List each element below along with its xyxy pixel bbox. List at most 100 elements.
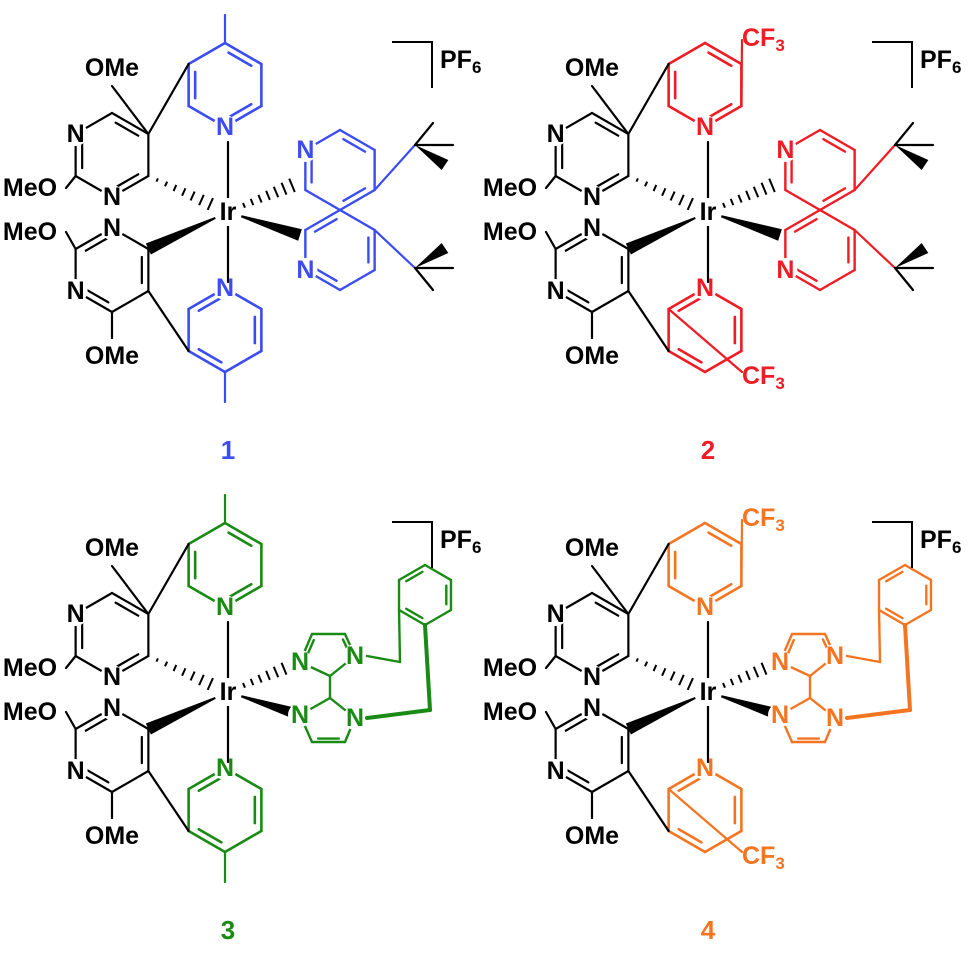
aryl-aryl-bond	[147, 769, 190, 833]
hash-line	[661, 187, 667, 197]
nitrogen-atom: N	[776, 136, 794, 164]
hash-line	[669, 191, 676, 201]
bond	[594, 121, 620, 137]
bond	[703, 521, 743, 546]
nitrogen-atom: N	[291, 648, 309, 676]
lower-pyridine-ring: N	[667, 274, 743, 374]
tert-butyl-bond	[893, 121, 915, 147]
bond	[677, 776, 703, 793]
counterion-label: PF6	[920, 526, 961, 557]
hash-line	[661, 667, 667, 677]
upper-pyrimidine-ring: NN	[543, 111, 630, 211]
nitrogen-atom: N	[547, 277, 565, 305]
hash-line	[678, 194, 685, 206]
trifluoromethyl-label: CF3	[742, 842, 785, 873]
atom-label-bg	[100, 216, 124, 240]
bond	[342, 137, 367, 153]
methoxy-bond	[544, 710, 557, 731]
bond	[227, 102, 253, 119]
counterion-label: PF6	[440, 46, 481, 77]
bipyridine-lower-ring: N	[293, 208, 376, 292]
atom-label-bg	[693, 595, 717, 619]
methoxy-group: OMe	[565, 54, 619, 82]
nitrogen-atom: N	[216, 274, 234, 302]
bond	[703, 829, 743, 854]
bond	[590, 111, 630, 136]
bond	[818, 128, 856, 152]
aryl-aryl-bond	[147, 542, 190, 616]
bond	[197, 347, 223, 364]
bond	[405, 570, 424, 583]
bond	[84, 716, 110, 732]
hash-line	[265, 190, 271, 201]
iridium-atom: Ir	[220, 678, 237, 706]
bond	[594, 653, 620, 669]
methoxy-group: OMe	[85, 822, 139, 850]
trifluoromethyl-label: CF3	[742, 24, 785, 55]
bond	[84, 768, 110, 784]
tert-butyl-bond	[413, 266, 435, 292]
atom-label-bg	[580, 185, 604, 209]
bond	[84, 236, 110, 252]
atom-label-bg	[100, 696, 124, 720]
hash-line	[172, 664, 178, 672]
hash-line	[635, 177, 639, 183]
bond	[114, 601, 140, 617]
bond	[223, 349, 263, 374]
hash-line	[686, 197, 694, 211]
hash-line	[745, 670, 751, 681]
hash-line	[722, 682, 726, 689]
hash-line	[722, 202, 726, 209]
bond	[667, 521, 707, 546]
bond	[227, 582, 253, 599]
wedge-ir-n-bond	[708, 212, 782, 241]
charge-bracket	[872, 41, 913, 88]
hash-line	[164, 661, 169, 667]
bond	[793, 217, 818, 233]
bond	[903, 608, 933, 627]
compound-number: 2	[701, 435, 715, 465]
tert-butyl-wedge	[895, 145, 929, 170]
trifluoromethyl-bond	[667, 307, 744, 374]
bond	[114, 173, 140, 189]
hash-line	[272, 186, 280, 198]
hashed-ir-n-bond	[234, 178, 296, 211]
aryl-aryl-bond	[627, 289, 670, 353]
hash-line	[257, 674, 263, 683]
bond	[564, 716, 590, 732]
hash-line	[288, 178, 296, 193]
nitrogen-atom: N	[103, 183, 121, 211]
nitrogen-atom: N	[216, 754, 234, 782]
nitrogen-atom: N	[696, 593, 714, 621]
bond	[338, 268, 376, 292]
hashed-ir-n-bond	[714, 178, 776, 211]
bond	[667, 349, 707, 374]
hash-line	[760, 182, 768, 196]
methylene-bond	[845, 654, 882, 664]
lower-pyridine-ring: N	[187, 754, 263, 854]
hash-line	[652, 184, 658, 192]
hash-line	[752, 666, 760, 678]
nitrogen-atom: N	[776, 256, 794, 284]
methylene-bond	[365, 708, 432, 720]
hash-line	[737, 674, 743, 683]
methoxy-bond	[64, 654, 77, 670]
lower-pyrimidine-ring: NN	[63, 694, 150, 794]
nitrogen-atom: N	[291, 701, 309, 729]
atom-label-bg	[213, 276, 237, 300]
hash-line	[635, 657, 639, 663]
hash-line	[652, 664, 658, 672]
tert-butyl-bond	[413, 121, 435, 147]
atom-label-bg	[580, 665, 604, 689]
iridium-atom: Ir	[700, 678, 717, 706]
bond	[793, 267, 818, 283]
hash-line	[164, 181, 169, 187]
nitrogen-atom: N	[826, 704, 844, 732]
bond	[197, 776, 223, 793]
bond	[342, 187, 367, 203]
